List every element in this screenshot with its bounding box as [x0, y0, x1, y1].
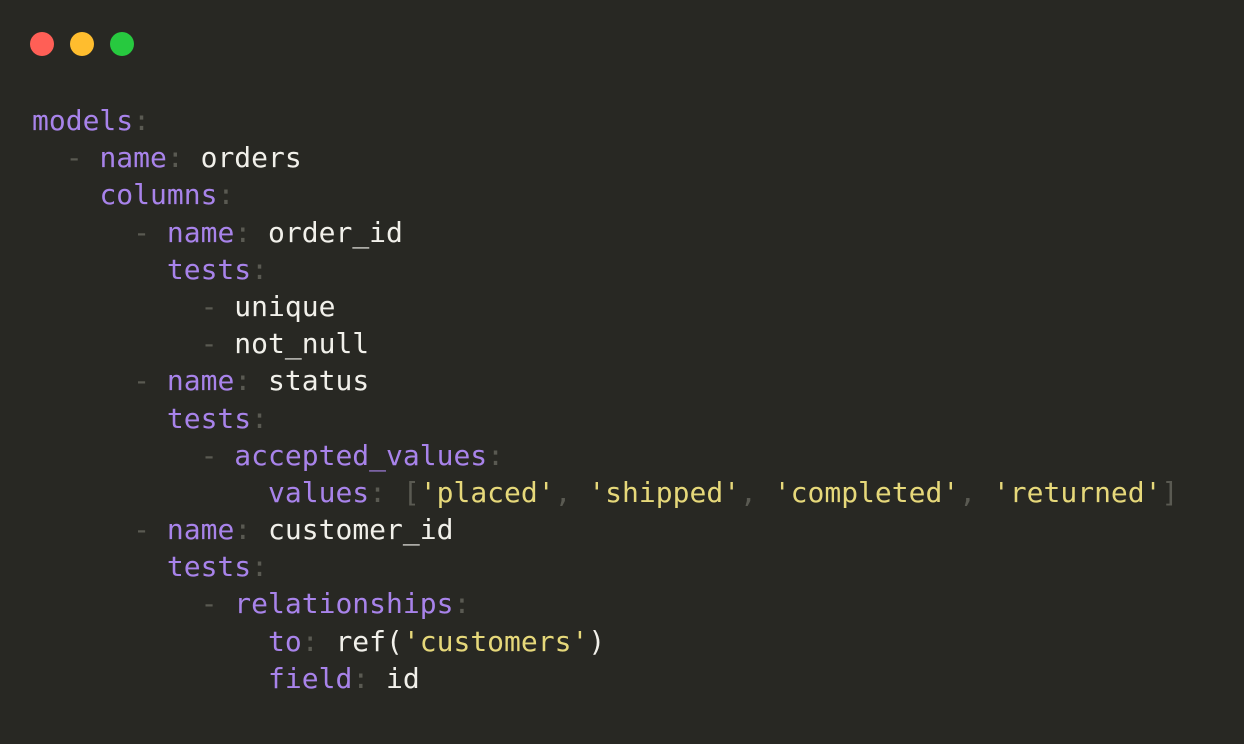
- yaml-key: name: [166, 215, 235, 249]
- code-line: - name: orders: [32, 139, 1178, 176]
- code-line: - name: status: [32, 362, 1178, 399]
- colon: :: [234, 215, 269, 249]
- colon: :: [166, 141, 201, 175]
- yaml-key: name: [166, 364, 235, 398]
- paren-close: ): [588, 624, 606, 658]
- colon: :: [487, 438, 505, 472]
- yaml-key: accepted_values: [234, 438, 488, 472]
- colon: :: [301, 624, 336, 658]
- yaml-key: columns: [99, 178, 218, 212]
- yaml-value: unique: [234, 289, 336, 323]
- yaml-value: id: [386, 661, 420, 695]
- code-line: models:: [32, 102, 1178, 139]
- code-line: tests:: [32, 548, 1178, 585]
- colon: :: [352, 661, 387, 695]
- code-line: - name: order_id: [32, 214, 1178, 251]
- code-line: values: ['placed', 'shipped', 'completed…: [32, 474, 1178, 511]
- code-line: - not_null: [32, 325, 1178, 362]
- list-dash: -: [166, 327, 235, 361]
- bracket-open: [: [402, 475, 420, 509]
- close-button[interactable]: [30, 32, 54, 56]
- colon: :: [251, 550, 269, 584]
- window-controls: [30, 32, 134, 56]
- yaml-value: orders: [200, 141, 302, 175]
- colon: :: [251, 401, 269, 435]
- list-dash: -: [99, 215, 167, 249]
- code-line: - name: customer_id: [32, 511, 1178, 548]
- yaml-value: not_null: [234, 327, 370, 361]
- yaml-key: name: [166, 513, 235, 547]
- string-value: 'completed': [773, 475, 960, 509]
- string-value: 'shipped': [588, 475, 741, 509]
- colon: :: [133, 104, 151, 137]
- colon: :: [369, 475, 403, 509]
- bracket-close: ]: [1161, 475, 1179, 509]
- yaml-key: tests: [166, 252, 252, 286]
- yaml-value: customer_id: [268, 513, 454, 547]
- string-value: 'placed': [419, 475, 555, 509]
- yaml-value: order_id: [268, 215, 403, 249]
- yaml-key: tests: [166, 401, 252, 435]
- string-value: 'customers': [402, 624, 589, 658]
- list-dash: -: [65, 141, 100, 175]
- list-dash: -: [99, 364, 167, 398]
- code-line: - accepted_values:: [32, 437, 1178, 474]
- yaml-key: to: [268, 624, 302, 658]
- yaml-key: tests: [166, 550, 252, 584]
- list-dash: -: [99, 513, 167, 547]
- yaml-key: models: [32, 104, 134, 137]
- code-block: models: - name: orders columns: - name: …: [32, 102, 1178, 697]
- list-dash: -: [166, 289, 235, 323]
- code-line: field: id: [32, 660, 1178, 697]
- minimize-button[interactable]: [70, 32, 94, 56]
- list-dash: -: [166, 587, 235, 621]
- colon: :: [453, 587, 471, 621]
- colon: :: [217, 178, 235, 212]
- code-line: - relationships:: [32, 585, 1178, 622]
- yaml-value: status: [268, 364, 370, 398]
- code-line: columns:: [32, 176, 1178, 213]
- code-line: tests:: [32, 251, 1178, 288]
- colon: :: [251, 252, 269, 286]
- yaml-key: name: [99, 141, 167, 175]
- code-line: to: ref('customers'): [32, 623, 1178, 660]
- yaml-key: field: [268, 661, 353, 695]
- yaml-key: values: [268, 475, 370, 509]
- maximize-button[interactable]: [110, 32, 134, 56]
- colon: :: [234, 513, 269, 547]
- colon: :: [234, 364, 269, 398]
- string-value: 'returned': [992, 475, 1162, 509]
- comma: ,: [554, 475, 589, 509]
- code-line: tests:: [32, 400, 1178, 437]
- ref-function: ref(: [335, 624, 403, 658]
- comma: ,: [740, 475, 774, 509]
- code-line: - unique: [32, 288, 1178, 325]
- list-dash: -: [166, 438, 235, 472]
- comma: ,: [959, 475, 993, 509]
- yaml-key: relationships: [234, 587, 454, 621]
